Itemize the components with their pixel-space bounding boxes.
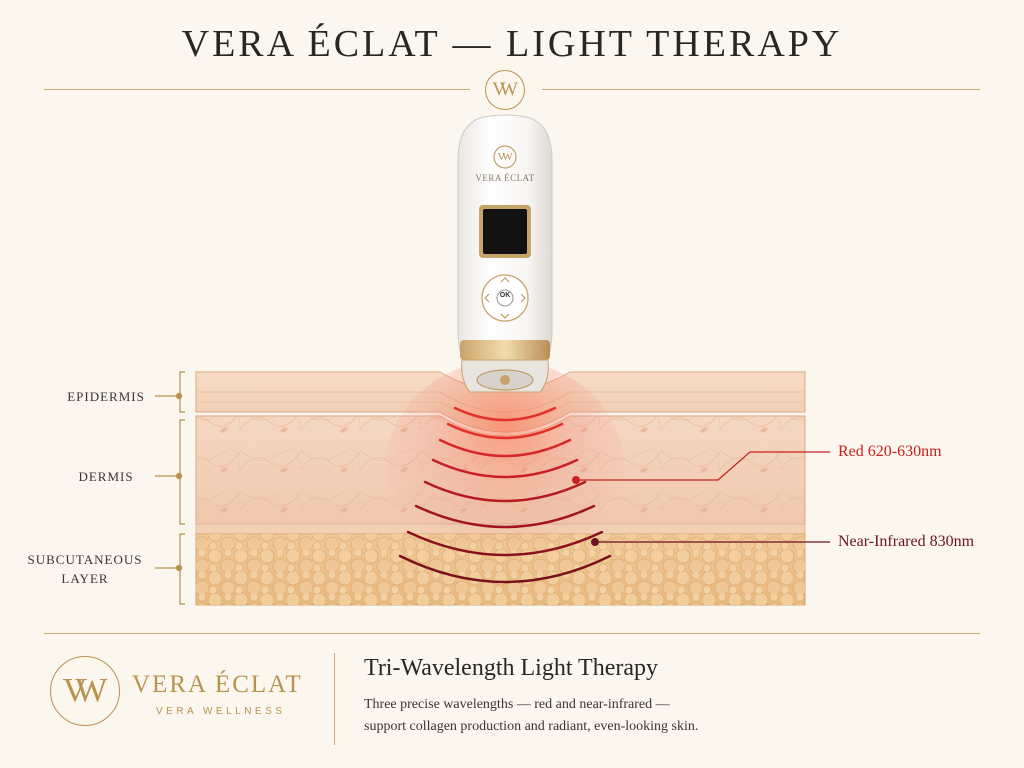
header-emblem: VW	[485, 70, 525, 110]
header-emblem-text: VW	[492, 79, 518, 100]
callout-red: Red 620-630nm	[838, 443, 942, 460]
footer-description: Three precise wavelengths — red and near…	[364, 694, 984, 738]
layer-brackets	[155, 371, 185, 605]
skin-diagram	[155, 114, 830, 606]
footer-divider	[334, 653, 335, 745]
nir-callout-line	[591, 538, 830, 546]
label-subcutaneous-line1: SUBCUTANEOUS	[27, 552, 143, 567]
footer-description-line1: Three precise wavelengths — red and near…	[364, 697, 670, 712]
light-therapy-device	[457, 114, 553, 393]
callout-nir: Near-Infrared 830nm	[838, 533, 975, 550]
device-brand: VERA ÉCLAT	[475, 173, 535, 183]
device-emblem-text: VW	[497, 151, 512, 163]
device-emblem: VW	[494, 146, 516, 168]
footer-rule	[44, 633, 980, 634]
label-dermis: DERMIS	[78, 469, 134, 484]
footer-brand-name: VERA ÉCLAT	[132, 671, 303, 698]
footer-logo-text: VW	[62, 672, 108, 709]
footer-logo: VW	[50, 656, 120, 726]
footer-description-line2: support collagen production and radiant,…	[364, 719, 699, 734]
footer-brand-sub: VERA WELLNESS	[156, 706, 286, 717]
light-glow	[385, 360, 625, 580]
label-epidermis: EPIDERMIS	[67, 389, 145, 404]
device-ok-button[interactable]: OK	[499, 292, 511, 299]
footer-title: Tri-Wavelength Light Therapy	[364, 655, 659, 681]
label-subcutaneous-line2: LAYER	[61, 571, 109, 586]
header-rule-right	[542, 89, 980, 90]
header-rule-left	[44, 89, 470, 90]
page-title: VERA ÉCLAT — LIGHT THERAPY	[181, 23, 843, 65]
light-wave-arcs	[398, 406, 612, 584]
label-subcutaneous: SUBCUTANEOUS LAYER	[16, 550, 154, 588]
red-callout-line	[572, 451, 830, 484]
